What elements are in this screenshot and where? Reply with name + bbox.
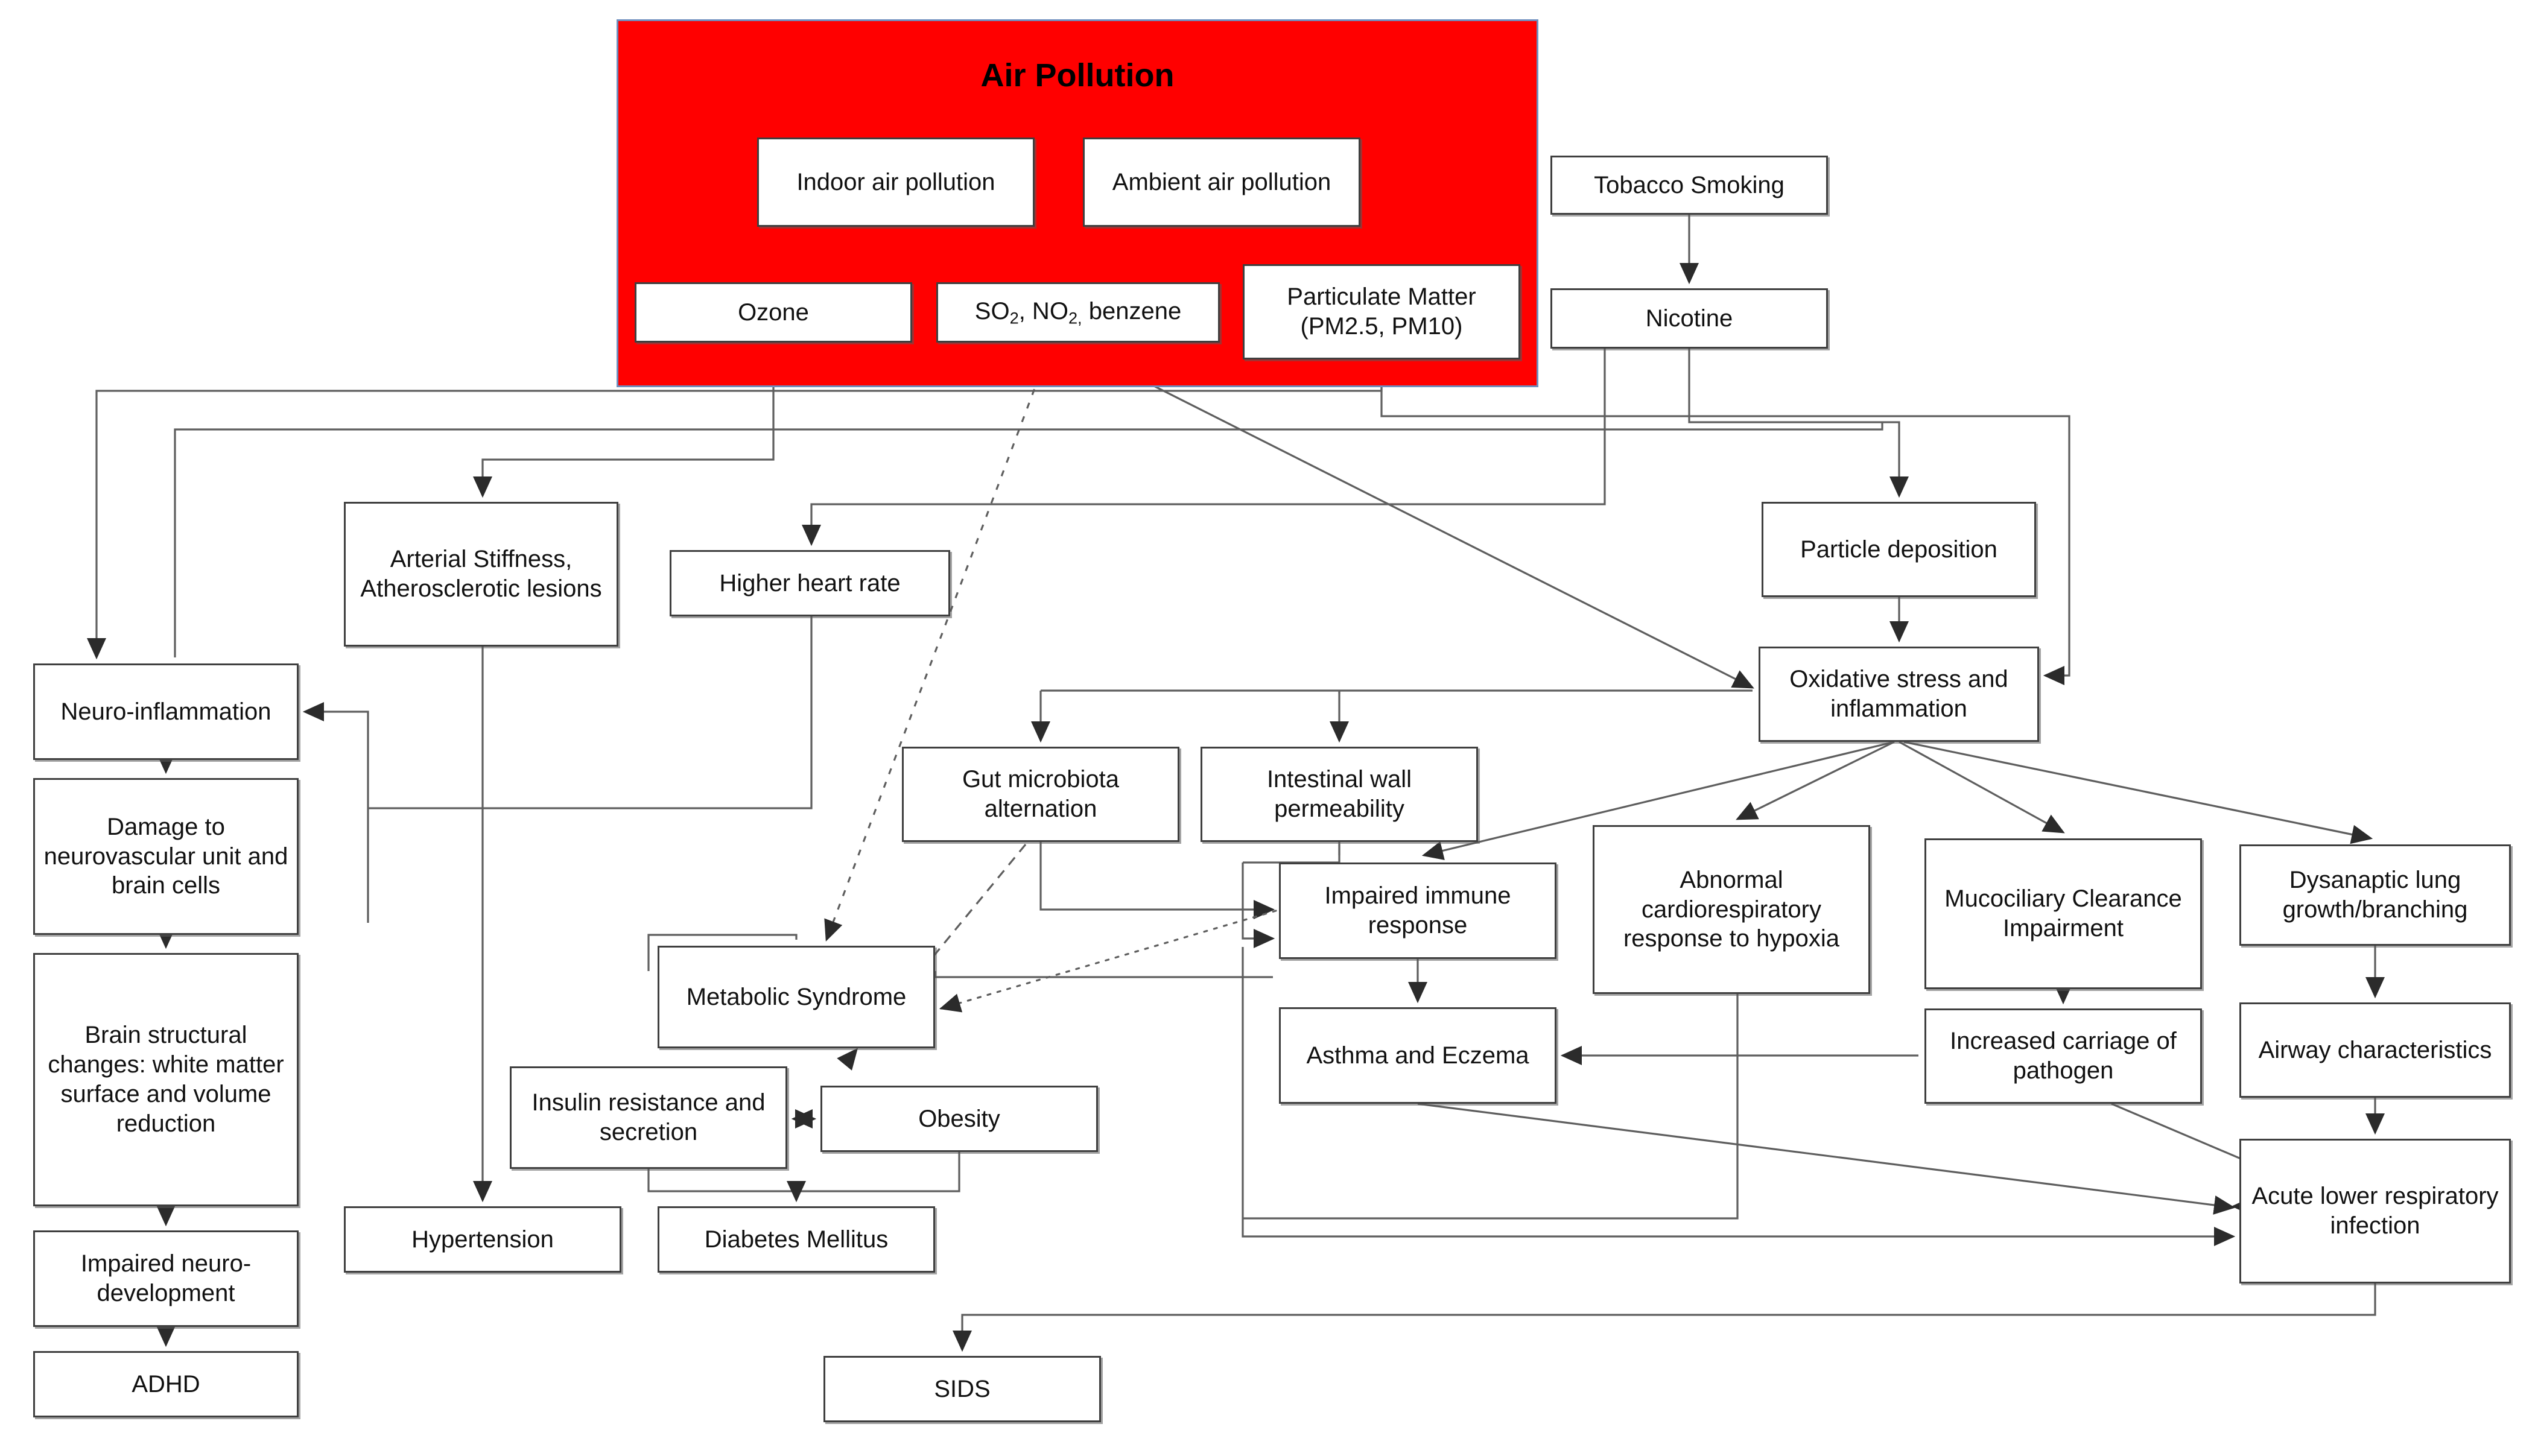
node-hypertension[interactable]: Hypertension [344, 1206, 621, 1273]
node-label: Metabolic Syndrome [686, 983, 907, 1010]
edge-asthma-acutelri [1417, 1103, 2236, 1215]
edge-so2-metabolic [824, 348, 1051, 942]
node-label: ADHD [132, 1370, 200, 1397]
node-label: Damage to neurovascular unit and brain c… [43, 813, 288, 899]
node-label: Neuro-inflammation [60, 698, 271, 725]
edge-intestinal-immune-b [1243, 844, 1340, 864]
node-label: Hypertension [411, 1226, 554, 1253]
node-label: Insulin resistance and secretion [531, 1089, 766, 1145]
node-heartrate[interactable]: Higher heart rate [670, 550, 950, 616]
node-acutelri[interactable]: Acute lower respiratory infection [2239, 1139, 2511, 1283]
edge-oxidative-immune [1421, 741, 1895, 861]
node-label: Asthma and Eczema [1306, 1042, 1529, 1069]
node-tobacco[interactable]: Tobacco Smoking [1550, 156, 1828, 215]
edge-metabolic-back [647, 934, 798, 971]
edge-immune-metabolic [939, 910, 1277, 1013]
node-label: SIDS [934, 1375, 991, 1402]
group-title: Air Pollution [980, 57, 1175, 93]
edge-arterial-neuro [302, 702, 369, 923]
node-abnormal[interactable]: Abnormal cardiorespiratory response to h… [1593, 825, 1870, 994]
node-label: Acute lower respiratory infection [2251, 1183, 2499, 1239]
node-label: Impaired neuro-development [80, 1250, 252, 1306]
node-label: Brain structural changes: white matter s… [48, 1022, 284, 1137]
node-asthma[interactable]: Asthma and Eczema [1279, 1007, 1556, 1104]
edge-immune-acutelri [1242, 947, 2236, 1246]
node-label: Intestinal wall permeability [1266, 766, 1412, 822]
edge-ozone-arterial [473, 343, 775, 498]
node-label: Tobacco Smoking [1594, 171, 1785, 198]
edge-pm-oxidative [1380, 359, 2070, 685]
edge-intestinal-immune [1242, 863, 1275, 948]
node-dysanaptic[interactable]: Dysanaptic lung growth/branching [2239, 844, 2511, 946]
edge-nicotine-neuro [174, 422, 1883, 657]
node-label: Gut microbiota alternation [962, 766, 1120, 822]
node-ambient[interactable]: Ambient air pollution [1083, 138, 1360, 227]
node-label: SO2, NO2, benzene [974, 298, 1182, 328]
node-impairedneuro[interactable]: Impaired neuro-development [33, 1230, 299, 1327]
node-mucociliary[interactable]: Mucociliary Clearance Impairment [1924, 838, 2202, 989]
node-gut[interactable]: Gut microbiota alternation [902, 747, 1179, 842]
node-label: Diabetes Mellitus [704, 1226, 889, 1253]
node-particledep[interactable]: Particle deposition [1762, 502, 2036, 597]
edge-heartrate-rail [368, 616, 813, 809]
node-sids[interactable]: SIDS [823, 1356, 1101, 1422]
node-nicotine[interactable]: Nicotine [1550, 288, 1828, 349]
edge-oxidative-mucociliary [1899, 741, 2065, 834]
node-airway[interactable]: Airway characteristics [2239, 1002, 2511, 1098]
node-brainstruct[interactable]: Brain structural changes: white matter s… [33, 953, 299, 1206]
edge-acutelri-sids [953, 1283, 2376, 1352]
node-oxidative[interactable]: Oxidative stress and inflammation [1759, 647, 2039, 742]
node-neuro[interactable]: Neuro-inflammation [33, 663, 299, 760]
node-carriage[interactable]: Increased carriage of pathogen [1924, 1008, 2202, 1104]
node-indoor[interactable]: Indoor air pollution [757, 138, 1035, 227]
node-pm[interactable]: Particulate Matter (PM2.5, PM10) [1243, 264, 1520, 359]
node-label: Higher heart rate [719, 569, 901, 597]
edge-nicotine-heartrate [802, 349, 1606, 546]
node-label: Arterial Stiffness, Atherosclerotic lesi… [360, 546, 602, 602]
node-label: Particle deposition [1800, 536, 1997, 563]
edge-nicotine-particledep [1688, 349, 1909, 498]
node-label: Ambient air pollution [1112, 168, 1331, 195]
node-so2[interactable]: SO2, NO2, benzene [936, 282, 1220, 343]
node-intestinal[interactable]: Intestinal wall permeability [1201, 747, 1478, 842]
node-obesity[interactable]: Obesity [820, 1086, 1098, 1152]
edge-gut-immune [1039, 842, 1275, 919]
node-adhd[interactable]: ADHD [33, 1351, 299, 1417]
node-label: Nicotine [1645, 305, 1733, 332]
edge-oxidative-abnormal [1736, 741, 1895, 820]
node-label: Obesity [918, 1105, 1000, 1132]
node-label: Increased carriage of pathogen [1950, 1028, 2177, 1084]
node-insulin[interactable]: Insulin resistance and secretion [510, 1066, 787, 1169]
edge-oxidative-dysanaptic [1903, 741, 2373, 844]
node-metabolic[interactable]: Metabolic Syndrome [658, 946, 935, 1048]
edge-so2-oxidative [1067, 341, 1754, 689]
node-ozone[interactable]: Ozone [635, 282, 912, 343]
node-label: Impaired immune response [1324, 882, 1511, 938]
node-label: Abnormal cardiorespiratory response to h… [1623, 866, 1839, 952]
node-label: Dysanaptic lung growth/branching [2282, 867, 2468, 923]
node-immune[interactable]: Impaired immune response [1279, 863, 1556, 959]
node-label: Particulate Matter (PM2.5, PM10) [1287, 283, 1476, 340]
edge-abnormal-rail [1243, 994, 1739, 1220]
node-label: Airway characteristics [2258, 1036, 2492, 1063]
node-label: Ozone [738, 299, 809, 326]
node-damage[interactable]: Damage to neurovascular unit and brain c… [33, 778, 299, 935]
node-arterial[interactable]: Arterial Stiffness, Atherosclerotic lesi… [344, 502, 618, 647]
node-diabetes[interactable]: Diabetes Mellitus [658, 1206, 935, 1273]
node-label: Mucociliary Clearance Impairment [1944, 885, 2182, 942]
node-label: Oxidative stress and inflammation [1789, 666, 2008, 722]
node-label: Indoor air pollution [796, 168, 995, 195]
